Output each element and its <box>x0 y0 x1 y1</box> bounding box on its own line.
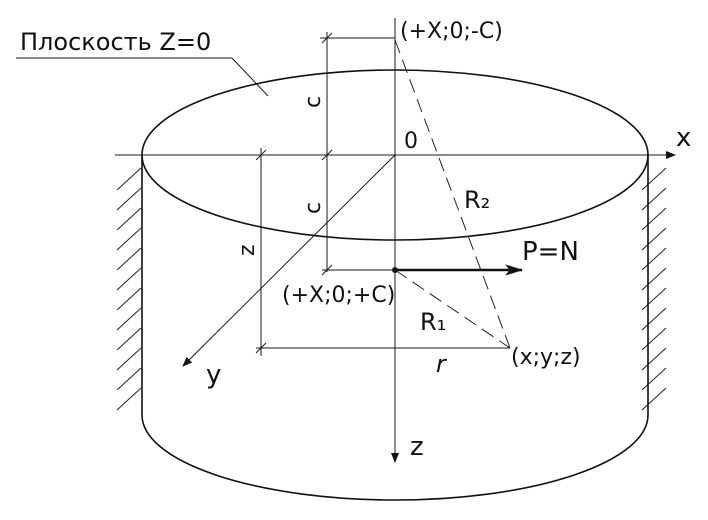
origin-label: 0 <box>404 129 418 154</box>
axis-y-label: y <box>206 360 221 390</box>
dim-c-lower-label: c <box>301 202 326 214</box>
dim-z-tick-top <box>255 149 267 161</box>
r1-dashed-line <box>394 269 511 349</box>
dim-c-tick-top <box>321 32 333 44</box>
point-xyz-label: (x;y;z) <box>511 345 581 370</box>
point-bottom-label: (+X;0;+C) <box>282 283 395 308</box>
y-axis <box>182 154 396 367</box>
left-wall-hatching <box>116 167 142 411</box>
dim-c-upper-label: c <box>301 96 326 108</box>
plane-label-leader <box>231 57 269 97</box>
force-point <box>392 267 398 273</box>
r1-label: R₁ <box>420 308 446 336</box>
axis-x-label: x <box>676 123 691 153</box>
dim-z-label: z <box>235 244 260 256</box>
right-wall-hatching <box>641 167 667 411</box>
r2-label: R₂ <box>464 186 490 214</box>
point-top-label: (+X;0;-C) <box>400 19 503 44</box>
dim-r-label: r <box>436 350 448 378</box>
axis-z-label: z <box>410 432 424 462</box>
cylinder-bottom-arc <box>141 414 649 501</box>
r2-dashed-line <box>394 39 511 349</box>
force-label: P=N <box>522 237 579 267</box>
plane-label: Плоскость Z=0 <box>20 28 211 56</box>
dim-c-tick-mid <box>321 149 333 161</box>
